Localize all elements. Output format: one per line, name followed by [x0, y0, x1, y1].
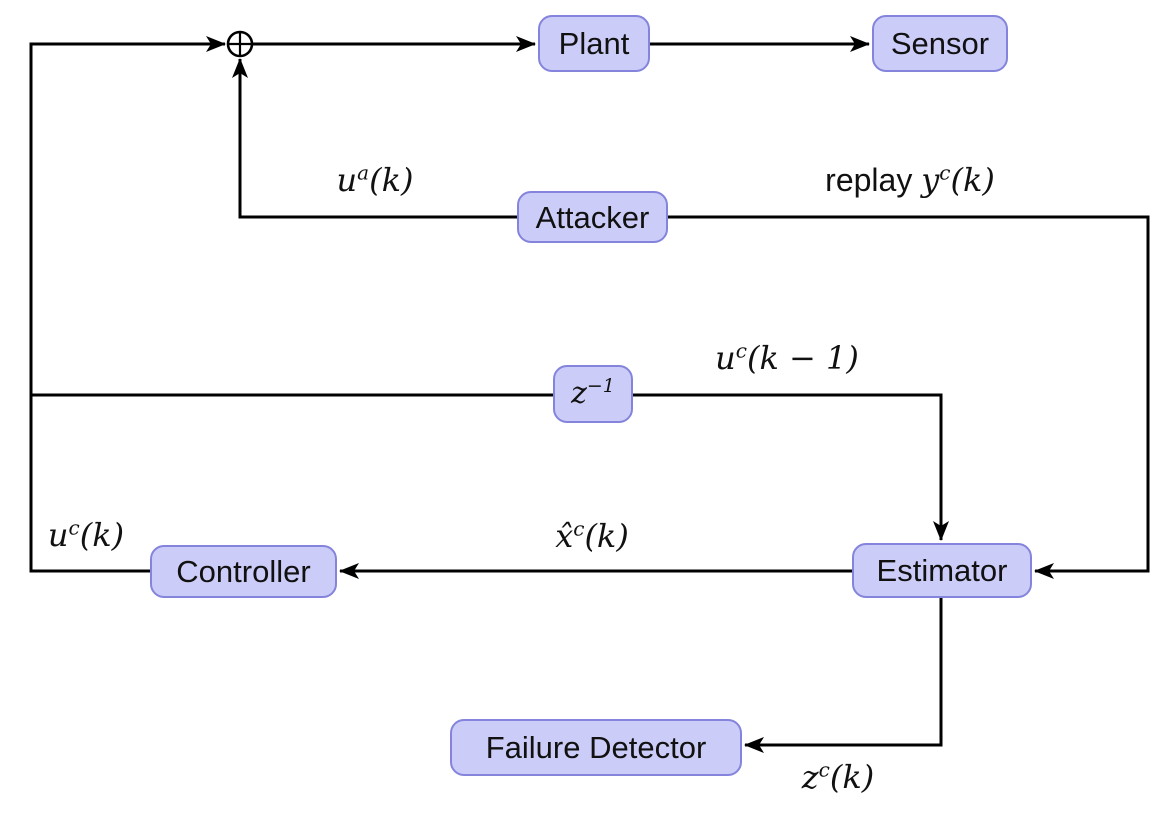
wire-delay-to-estimator [633, 393, 949, 541]
wire-controller-feedback-loop [29, 36, 226, 573]
signal-label-control-output: uc(k) [47, 515, 125, 554]
unit-delay-block: z−1 [553, 365, 633, 423]
controller-label: Controller [176, 554, 311, 589]
summing-junction [226, 30, 254, 58]
estimator-block: Estimator [852, 543, 1032, 598]
wire-attacker-to-estimator [668, 215, 1150, 579]
wire-estimator-to-failure-detector [744, 598, 943, 753]
estimator-label: Estimator [876, 553, 1008, 588]
attacker-label: Attacker [535, 199, 650, 235]
sensor-label: Sensor [890, 26, 990, 61]
plant-label: Plant [558, 26, 630, 61]
sensor-block: Sensor [872, 15, 1008, 72]
wire-attacker-to-sum [232, 58, 517, 219]
signal-label-state-estimate: x̂c(k) [555, 516, 629, 555]
signal-label-delayed-control: uc(k − 1) [715, 338, 859, 377]
attacker-block: Attacker [517, 191, 668, 243]
plant-block: Plant [538, 15, 650, 72]
signal-label-attack-input: ua(k) [336, 160, 414, 199]
controller-block: Controller [150, 545, 337, 598]
failure-detector-block: Failure Detector [450, 719, 742, 776]
signal-label-residual: zc(k) [801, 757, 875, 796]
signal-label-replay-output: replay yc(k) [825, 160, 995, 199]
failure-detector-label: Failure Detector [485, 730, 707, 765]
delay-label: z−1 [571, 375, 615, 411]
